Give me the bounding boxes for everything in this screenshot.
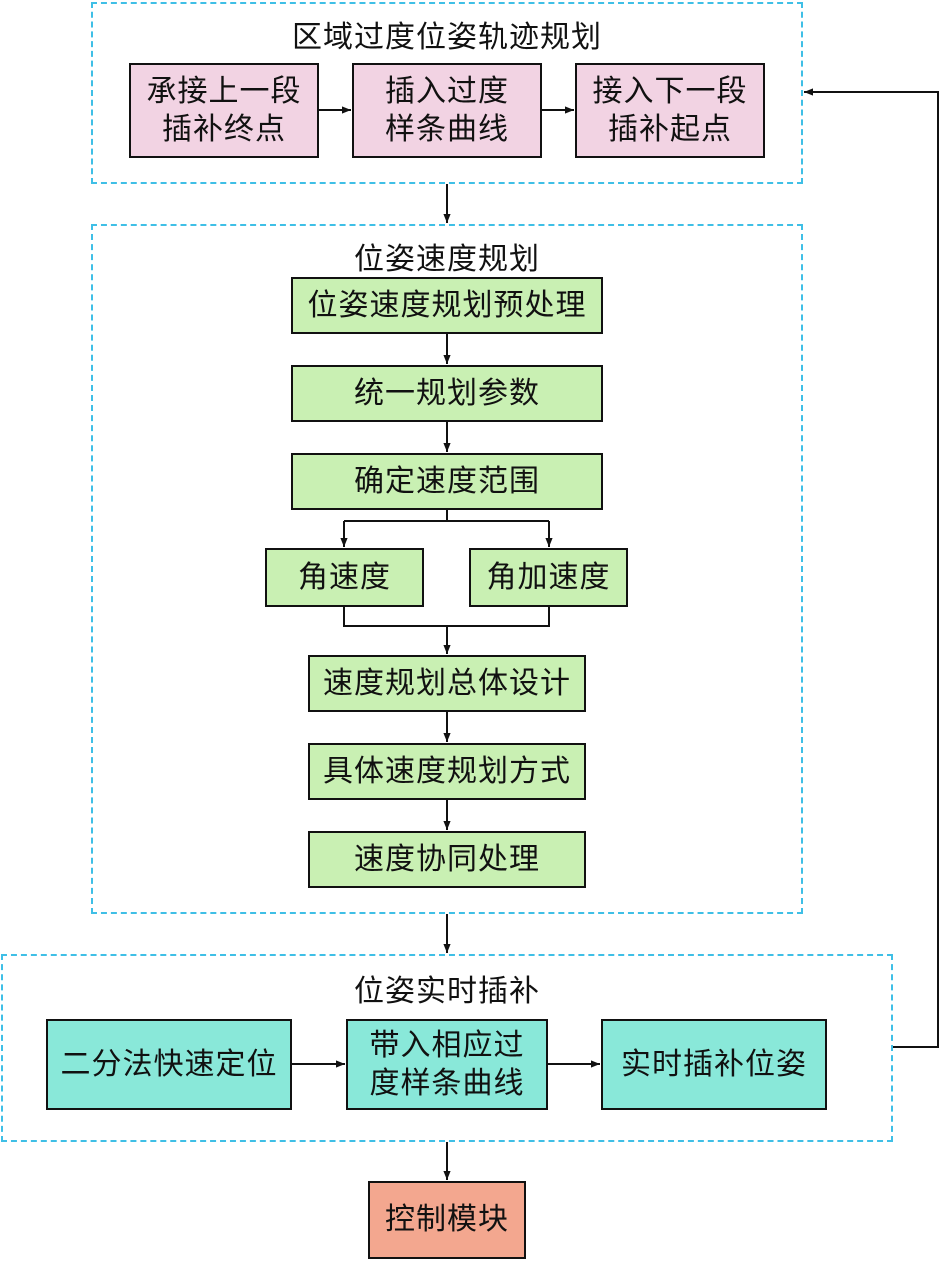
group-speed-title: 位姿速度规划 bbox=[354, 242, 540, 277]
box-apply-spline: 带入相应过 度样条曲线 bbox=[346, 1019, 548, 1110]
box-insert-transition-spline: 插入过度 样条曲线 bbox=[352, 63, 542, 158]
connector-merge bbox=[343, 607, 550, 627]
group-realtime-title: 位姿实时插补 bbox=[354, 974, 540, 1009]
group-transition-title: 区域过度位姿轨迹规划 bbox=[292, 20, 602, 55]
group-transition-planning: 区域过度位姿轨迹规划 bbox=[91, 2, 803, 184]
group-realtime-interpolation: 位姿实时插补 bbox=[1, 954, 893, 1142]
box-angular-velocity: 角速度 bbox=[265, 548, 424, 607]
box-connect-next-start: 接入下一段 插补起点 bbox=[575, 63, 765, 158]
box-angular-acceleration: 角加速度 bbox=[469, 548, 628, 607]
box-speed-range: 确定速度范围 bbox=[291, 453, 603, 510]
box-receive-prev-end: 承接上一段 插补终点 bbox=[129, 63, 319, 158]
group-speed-planning: 位姿速度规划 bbox=[91, 224, 803, 914]
box-unify-params: 统一规划参数 bbox=[291, 365, 603, 422]
box-speed-coordination: 速度协同处理 bbox=[308, 831, 586, 888]
box-bisection-locate: 二分法快速定位 bbox=[46, 1019, 292, 1110]
arrow-feedback-loop bbox=[804, 88, 939, 1048]
box-realtime-pose: 实时插补位姿 bbox=[601, 1019, 827, 1110]
box-overall-design: 速度规划总体设计 bbox=[308, 655, 586, 712]
box-specific-method: 具体速度规划方式 bbox=[308, 743, 586, 800]
box-control-module: 控制模块 bbox=[368, 1181, 526, 1259]
box-speed-preprocess: 位姿速度规划预处理 bbox=[291, 277, 603, 334]
